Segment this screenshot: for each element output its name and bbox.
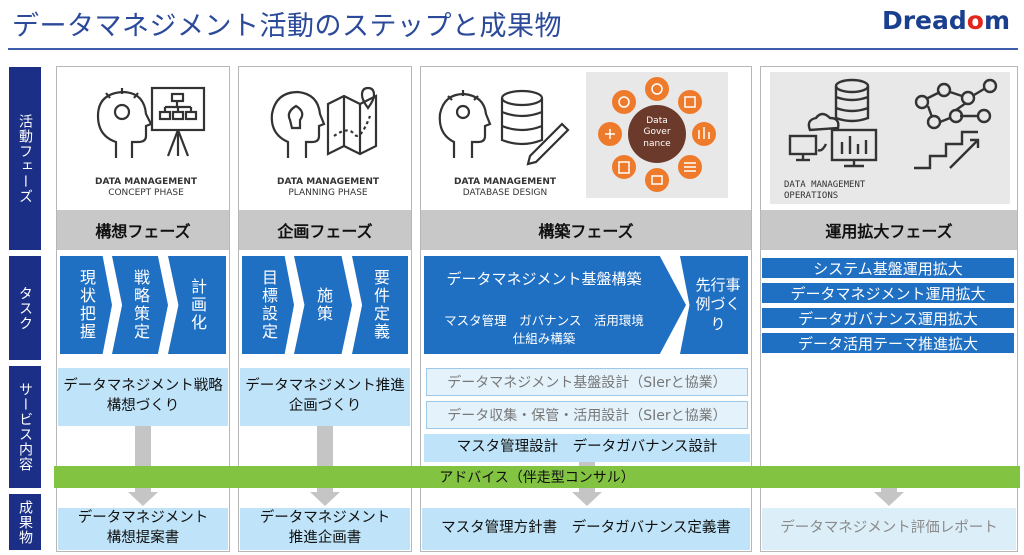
phase-header-ops: 運用拡大フェーズ [761,210,1017,250]
concept-caption-line1: DATA MANAGEMENT [94,177,197,187]
planning-caption-line1: DATA MANAGEMENT [276,177,379,187]
data-governance-diagram: Data Gover nance [586,72,728,198]
ops-caption-line2: OPERATIONS [784,191,839,202]
head-presentation-icon [96,86,206,158]
deliverable-planning: データマネジメント 推進企画書 [240,508,410,550]
page-title: データマネジメント活動のステップと成果物 [12,11,562,42]
head-database-icon [438,89,570,166]
logo-suffix: m [983,6,1010,35]
task-build-main: データマネジメント基盤構築 マスタ管理 ガバナンス 活用環境 仕組み構築 [424,256,686,354]
head-map-icon [270,86,378,158]
flow-arrow-concept [128,492,158,506]
phase-header-concept: 構想フェーズ [57,210,229,250]
concept-caption-line2: CONCEPT PHASE [108,188,184,199]
task-planning-1: 目標設定 [242,256,294,354]
logo-prefix: Dread [881,6,967,35]
build-caption-line2: DATABASE DESIGN [462,188,548,199]
flow-arrow-planning [310,492,340,506]
task-concept-1: 現状把握 [60,256,112,354]
service-build-3: マスタ管理設計 データガバナンス設計 [424,434,750,462]
row-label-activity: 活動フェーズ [9,67,41,250]
task-ops-2: データマネジメント運用拡大 [762,283,1014,303]
task-build-sub-1: マスタ管理 ガバナンス 活用環境 [444,313,644,328]
service-concept: データマネジメント戦略 構想づくり [58,368,228,426]
task-ops-1: システム基盤運用拡大 [762,258,1014,278]
flow-arrow-build [572,492,602,506]
phase-header-build: 構築フェーズ [421,210,751,250]
logo-highlight: o [966,6,984,35]
task-build-main-label: データマネジメント基盤構築 [446,270,642,288]
flow-arrow-ops [874,492,904,506]
advisory-bar: アドバイス（伴走型コンサル） [54,466,1020,488]
brand-logo: Dreadom [882,6,1010,35]
task-build-side-label: 先行事例づくり [695,275,741,333]
task-ops-3: データガバナンス運用拡大 [762,308,1014,328]
deliverable-ops: データマネジメント評価レポート [762,508,1016,550]
phase-header-planning: 企画フェーズ [239,210,411,250]
service-build-1: データマネジメント基盤設計（SIerと協業） [426,368,748,396]
task-build-side: 先行事例づくり [680,256,748,354]
row-label-service: サービス内容 [9,366,41,488]
title-underline [8,48,1018,50]
ops-caption-line1: DATA MANAGEMENT [784,180,866,190]
row-label-task: タスク [9,256,41,360]
governance-wheel-graphic [598,77,716,192]
operations-icons [788,78,998,170]
governance-label: Data Gover nance [643,116,671,149]
deliverable-build: マスタ管理方針書 データガバナンス定義書 [422,508,750,550]
planning-caption-line2: PLANNING PHASE [288,188,368,199]
build-caption-line1: DATA MANAGEMENT [453,177,556,187]
service-planning: データマネジメント推進 企画づくり [240,368,410,426]
task-ops-4: データ活用テーマ推進拡大 [762,333,1014,353]
service-build-2: データ収集・保管・活用設計（SIerと協業） [426,401,748,429]
deliverable-concept: データマネジメント 構想提案書 [58,508,228,550]
task-build-sub-2: 仕組み構築 [512,331,576,346]
row-label-deliverable: 成果物 [9,494,41,550]
